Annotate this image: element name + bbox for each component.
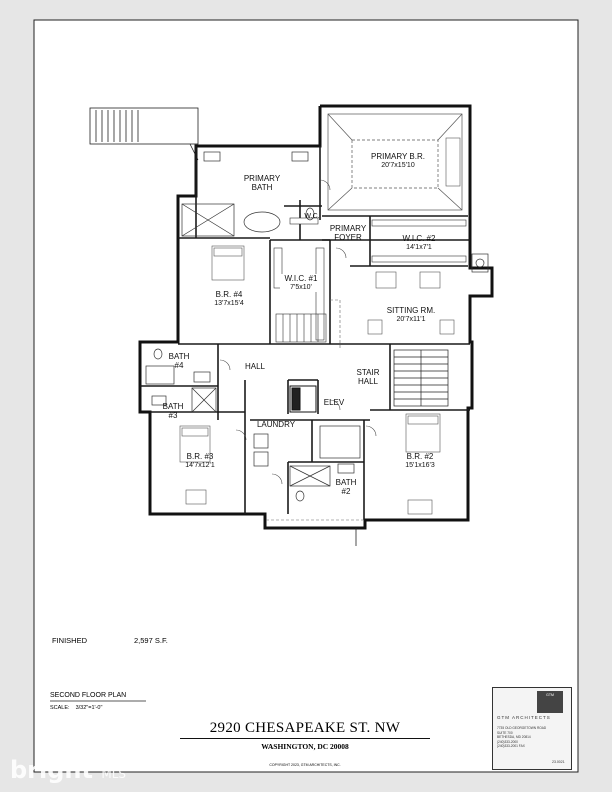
wc-label: W.C.	[304, 213, 320, 220]
br2-dim: 15'1x16'3	[405, 462, 435, 469]
primary-foyer-line1: PRIMARY	[329, 224, 367, 233]
dashed-lines	[266, 299, 364, 521]
primary-foyer-label: PRIMARY FOYER	[326, 224, 370, 242]
finished-area-value: 2,597 S.F.	[134, 636, 168, 645]
exterior-walls	[138, 104, 494, 530]
finished-label: FINISHED	[52, 636, 88, 645]
primary-bath-line2: BATH	[251, 183, 273, 192]
firm-logo: GTM	[537, 691, 563, 713]
bath2-line2: #2	[341, 487, 351, 496]
primary-bath-line1: PRIMARY	[243, 174, 281, 183]
tray-ceiling	[327, 113, 463, 211]
copyright-note: COPYRIGHT 2023, GTM ARCHITECTS, INC.	[269, 763, 341, 767]
primary-br-label: PRIMARY B.R. 20'7x15'10	[366, 152, 430, 170]
stair-hall-label: STAIR HALL	[348, 368, 388, 386]
fixtures	[145, 151, 489, 502]
br4-label: B.R. #4 13'7x15'4	[204, 290, 254, 308]
bath2-label: BATH #2	[334, 478, 358, 496]
bath2-line1: BATH	[335, 478, 357, 487]
project-city: WASHINGTON, DC 20008	[261, 742, 349, 751]
main-stair	[393, 349, 449, 407]
br4-dim: 13'7x15'4	[214, 300, 244, 307]
primary-br-dim: 20'7x15'10	[381, 162, 415, 169]
hall-label: HALL	[244, 362, 265, 371]
closet-shelving	[273, 217, 467, 341]
bath4-line1: BATH	[168, 352, 190, 361]
brightmls-watermark: bright MLS	[10, 756, 126, 784]
address-underline	[180, 738, 430, 739]
bath4-line2: #4	[174, 361, 184, 370]
plan-scale: SCALE: 3/32"=1'-0"	[50, 705, 102, 711]
elev-label: ELEV	[323, 398, 345, 407]
watermark-brand: bright	[10, 756, 93, 784]
firm-address: 7735 OLD GEORGETOWN ROAD SUITE 700 BETHE…	[497, 726, 547, 749]
sitting-room-dim: 20'7x11'1	[396, 316, 426, 323]
br3-label: B.R. #3 14'7x12'1	[172, 452, 228, 470]
primary-bath-label: PRIMARY BATH	[236, 174, 288, 192]
br3-dim: 14'7x12'1	[185, 462, 215, 469]
sheet-border	[33, 19, 579, 773]
wic2-name: W.I.C. #2	[402, 234, 436, 243]
primary-br-name: PRIMARY B.R.	[371, 152, 425, 161]
project-address: 2920 CHESAPEAKE ST. NW	[209, 720, 401, 736]
sitting-room-label: SITTING RM. 20'7x11'1	[380, 306, 442, 324]
bath3-label: BATH #3	[158, 402, 188, 420]
bath3-line2: #3	[168, 411, 178, 420]
br2-label: B.R. #2 15'1x16'3	[392, 452, 448, 470]
plan-title: SECOND FLOOR PLAN	[50, 692, 127, 699]
scale-label: SCALE:	[50, 705, 70, 711]
sheet-number: 23.0021	[552, 760, 565, 764]
door-swings	[219, 179, 377, 485]
stair-hall-line1: STAIR	[356, 368, 380, 377]
stair-hall-line2: HALL	[357, 377, 378, 386]
scale-value: 3/32"=1'-0"	[75, 705, 103, 711]
wic1-name: W.I.C. #1	[284, 274, 318, 283]
br4-name: B.R. #4	[215, 290, 243, 299]
sitting-room-name: SITTING RM.	[386, 306, 436, 315]
elevator	[289, 385, 317, 413]
wic1-dim: 7'5x10'	[290, 284, 312, 291]
wic2-dim: 14'1x7'1	[406, 244, 432, 251]
firm-name: GTM ARCHITECTS	[497, 715, 551, 720]
interior-walls	[140, 146, 470, 520]
attic-stair	[275, 313, 327, 343]
watermark-suffix: MLS	[101, 767, 126, 781]
laundry-label: LAUNDRY	[256, 420, 296, 429]
wic2-label: W.I.C. #2 14'1x7'1	[394, 234, 444, 252]
primary-foyer-line2: FOYER	[334, 233, 362, 242]
br3-name: B.R. #3	[186, 452, 214, 461]
bath4-label: BATH #4	[164, 352, 194, 370]
furniture	[179, 137, 461, 515]
wic1-label: W.I.C. #1 7'5x10'	[280, 274, 322, 292]
br2-name: B.R. #2	[406, 452, 434, 461]
bath3-line1: BATH	[162, 402, 184, 411]
